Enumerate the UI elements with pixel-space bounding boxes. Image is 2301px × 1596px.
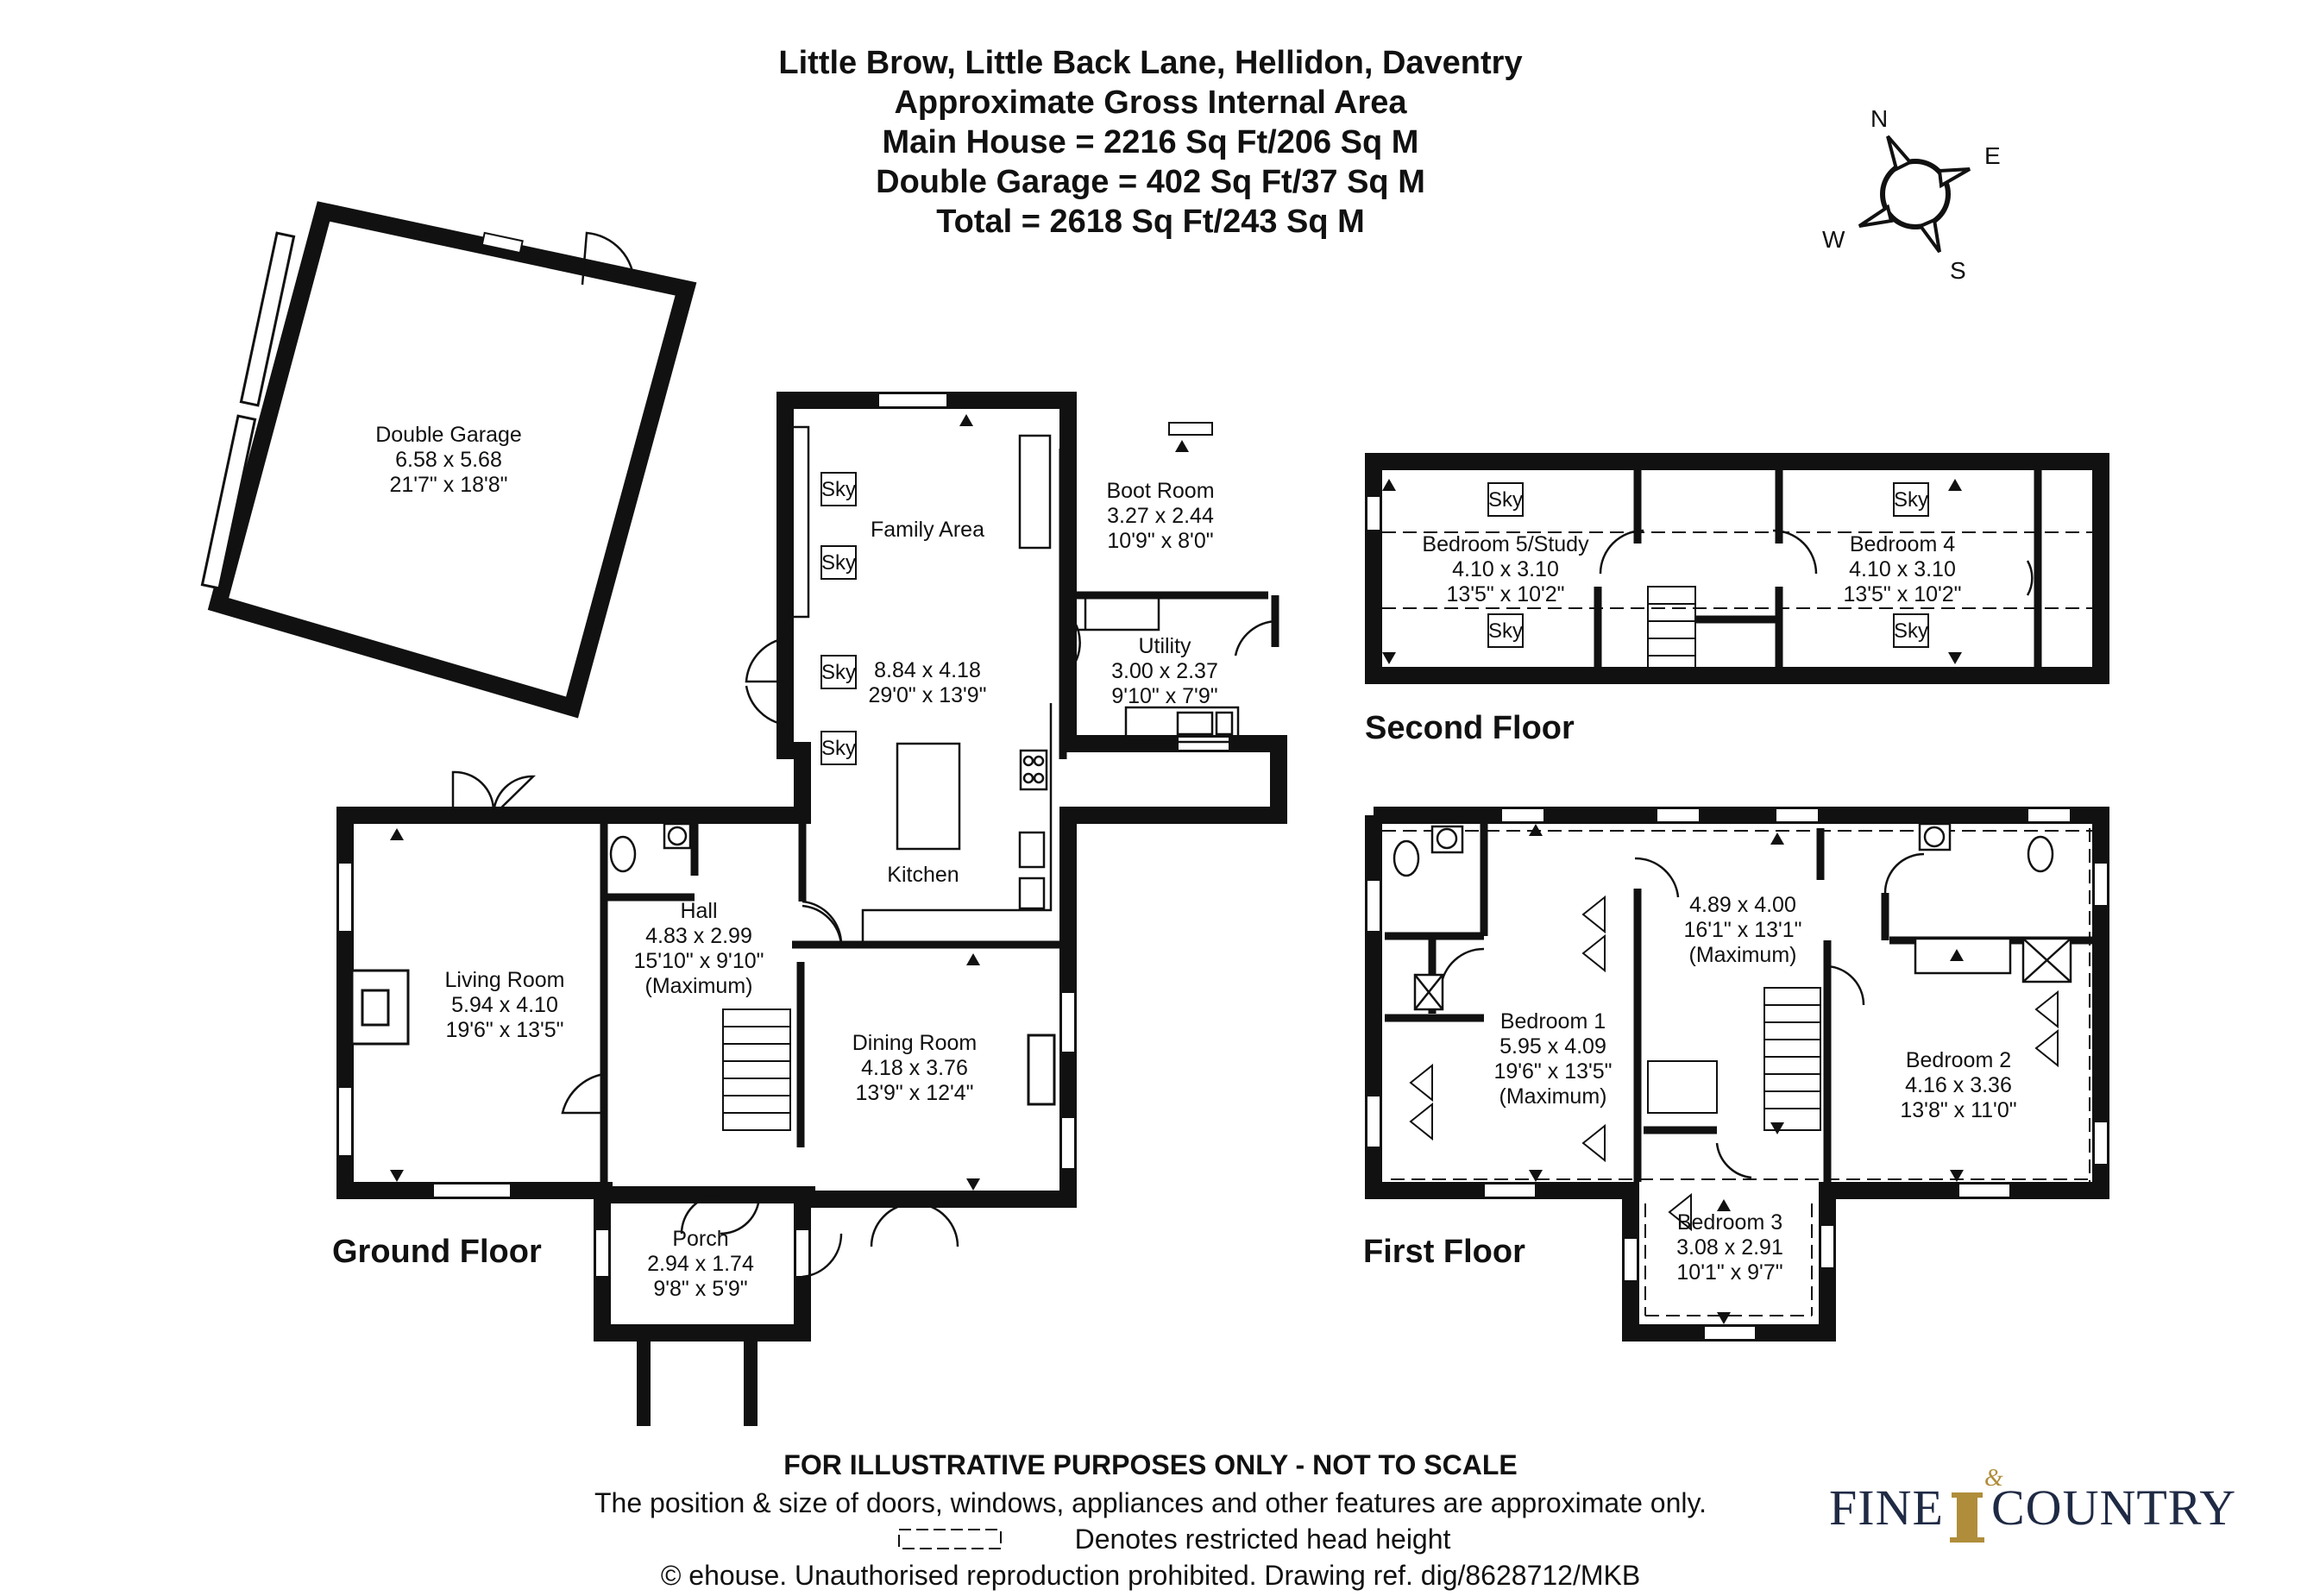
first-stairs (1763, 987, 1821, 1131)
room-family-area: Family Area (871, 518, 984, 542)
skylight-label: Sky (1488, 619, 1524, 643)
fine-country-logo: FINE & COUNTRY (1829, 1465, 2237, 1536)
legend-text: Denotes restricted head height (1074, 1524, 1451, 1555)
second-floor-label: Second Floor (1365, 710, 1575, 746)
first-floor-label: First Floor (1363, 1234, 1525, 1270)
skylight-label: Sky (821, 478, 857, 501)
disclaimer-text: The position & size of doors, windows, a… (594, 1487, 1707, 1518)
main-house-area: Main House = 2216 Sq Ft/206 Sq M (882, 124, 1419, 160)
compass-n: N (1870, 105, 1889, 132)
compass-w: W (1822, 226, 1845, 253)
second-floor-walls (1365, 453, 2109, 684)
area-title: Approximate Gross Internal Area (894, 85, 1407, 121)
compass-rose (1858, 135, 1971, 254)
skylight-label: Sky (821, 661, 857, 684)
skylight-label: Sky (821, 737, 857, 760)
compass-s: S (1950, 257, 1966, 284)
garage-area: Double Garage = 402 Sq Ft/37 Sq M (876, 164, 1425, 200)
compass-e: E (1984, 142, 2001, 169)
kitchen-island (896, 742, 961, 851)
skylight-label: Sky (1488, 488, 1524, 512)
total-area: Total = 2618 Sq Ft/243 Sq M (936, 204, 1365, 240)
skylight-label: Sky (1894, 488, 1929, 512)
logo-pillar-icon (1950, 1492, 1984, 1543)
skylight-label: Sky (821, 551, 857, 575)
legend-swatch (898, 1529, 1002, 1549)
disclaimer-title: FOR ILLUSTRATIVE PURPOSES ONLY - NOT TO … (783, 1449, 1518, 1480)
address-title: Little Brow, Little Back Lane, Hellidon,… (778, 45, 1523, 81)
skylight-label: Sky (1894, 619, 1929, 643)
first-floor-walls (1365, 807, 2109, 1342)
ground-floor-label: Ground Floor (332, 1234, 542, 1270)
copyright-text: © ehouse. Unauthorised reproduction proh… (660, 1560, 1641, 1591)
garage-walls (207, 201, 697, 719)
ground-stairs (722, 1008, 791, 1131)
second-stairs (1647, 586, 1696, 669)
room-kitchen: Kitchen (887, 863, 959, 887)
